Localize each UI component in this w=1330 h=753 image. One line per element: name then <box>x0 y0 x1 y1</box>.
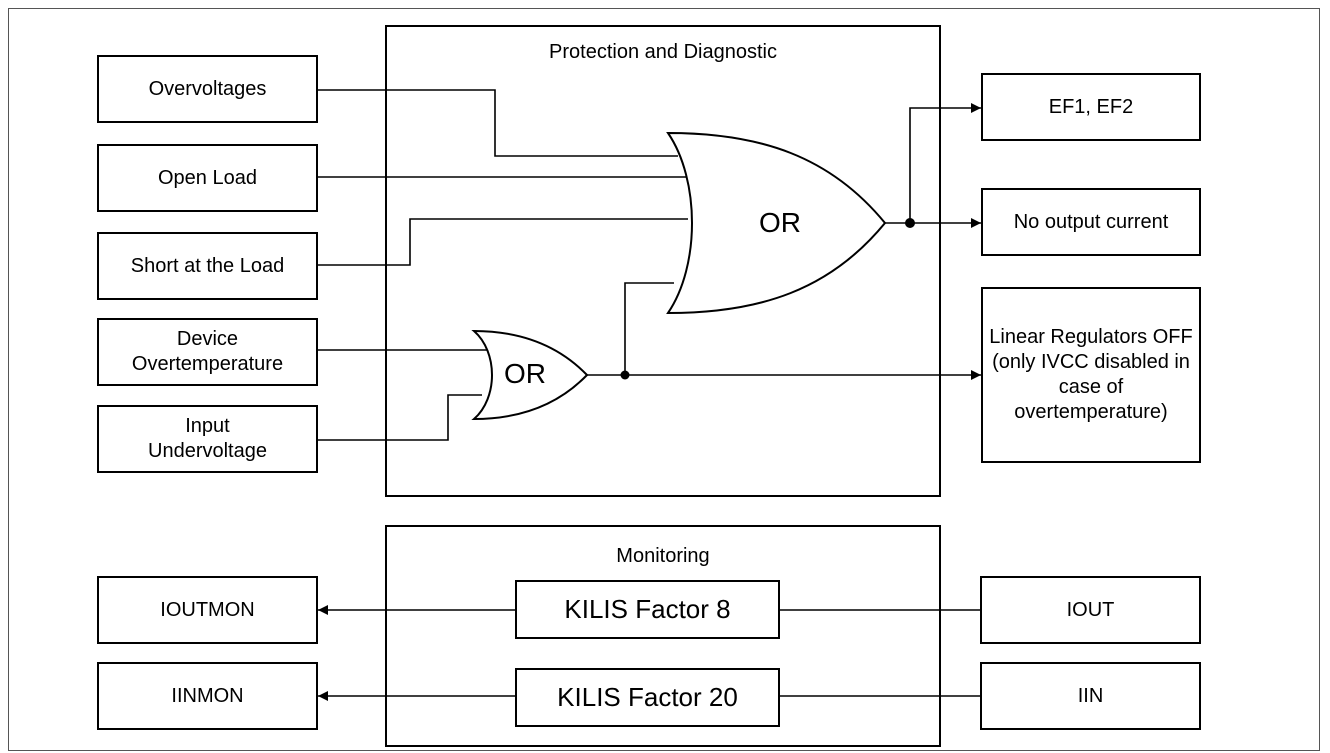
wire-input-undervoltage <box>318 394 482 441</box>
wire-small-or-to-main <box>624 282 674 375</box>
iin-box: IIN <box>980 662 1201 730</box>
main-or-gate <box>666 131 887 315</box>
ioutmon-box: IOUTMON <box>97 576 318 644</box>
linear-regulators-box: Linear Regulators OFF (only IVCC disable… <box>981 287 1201 463</box>
iinmon-box: IINMON <box>97 662 318 730</box>
small-or-gate <box>471 329 589 421</box>
kilis-factor-8-box: KILIS Factor 8 <box>515 580 780 639</box>
device-overtemperature-box: Device Overtemperature <box>97 318 318 386</box>
main-or-label: OR <box>759 207 801 238</box>
diagram-frame <box>8 8 1320 751</box>
wire-short-load <box>318 218 688 266</box>
open-load-box: Open Load <box>97 144 318 212</box>
junction-main-or <box>905 218 915 228</box>
protection-title: Protection and Diagnostic <box>549 41 777 63</box>
junction-small-or <box>620 370 630 380</box>
no-output-current-box: No output current <box>981 188 1201 256</box>
wire-to-ef <box>909 103 981 223</box>
monitoring-title: Monitoring <box>616 545 710 567</box>
overvoltages-box: Overvoltages <box>97 55 318 123</box>
iout-box: IOUT <box>980 576 1201 644</box>
wire-overvoltages <box>318 89 678 157</box>
short-at-load-box: Short at the Load <box>97 232 318 300</box>
ef-box: EF1, EF2 <box>981 73 1201 141</box>
small-or-label: OR <box>504 358 546 389</box>
kilis-factor-20-box: KILIS Factor 20 <box>515 668 780 727</box>
input-undervoltage-box: Input Undervoltage <box>97 405 318 473</box>
